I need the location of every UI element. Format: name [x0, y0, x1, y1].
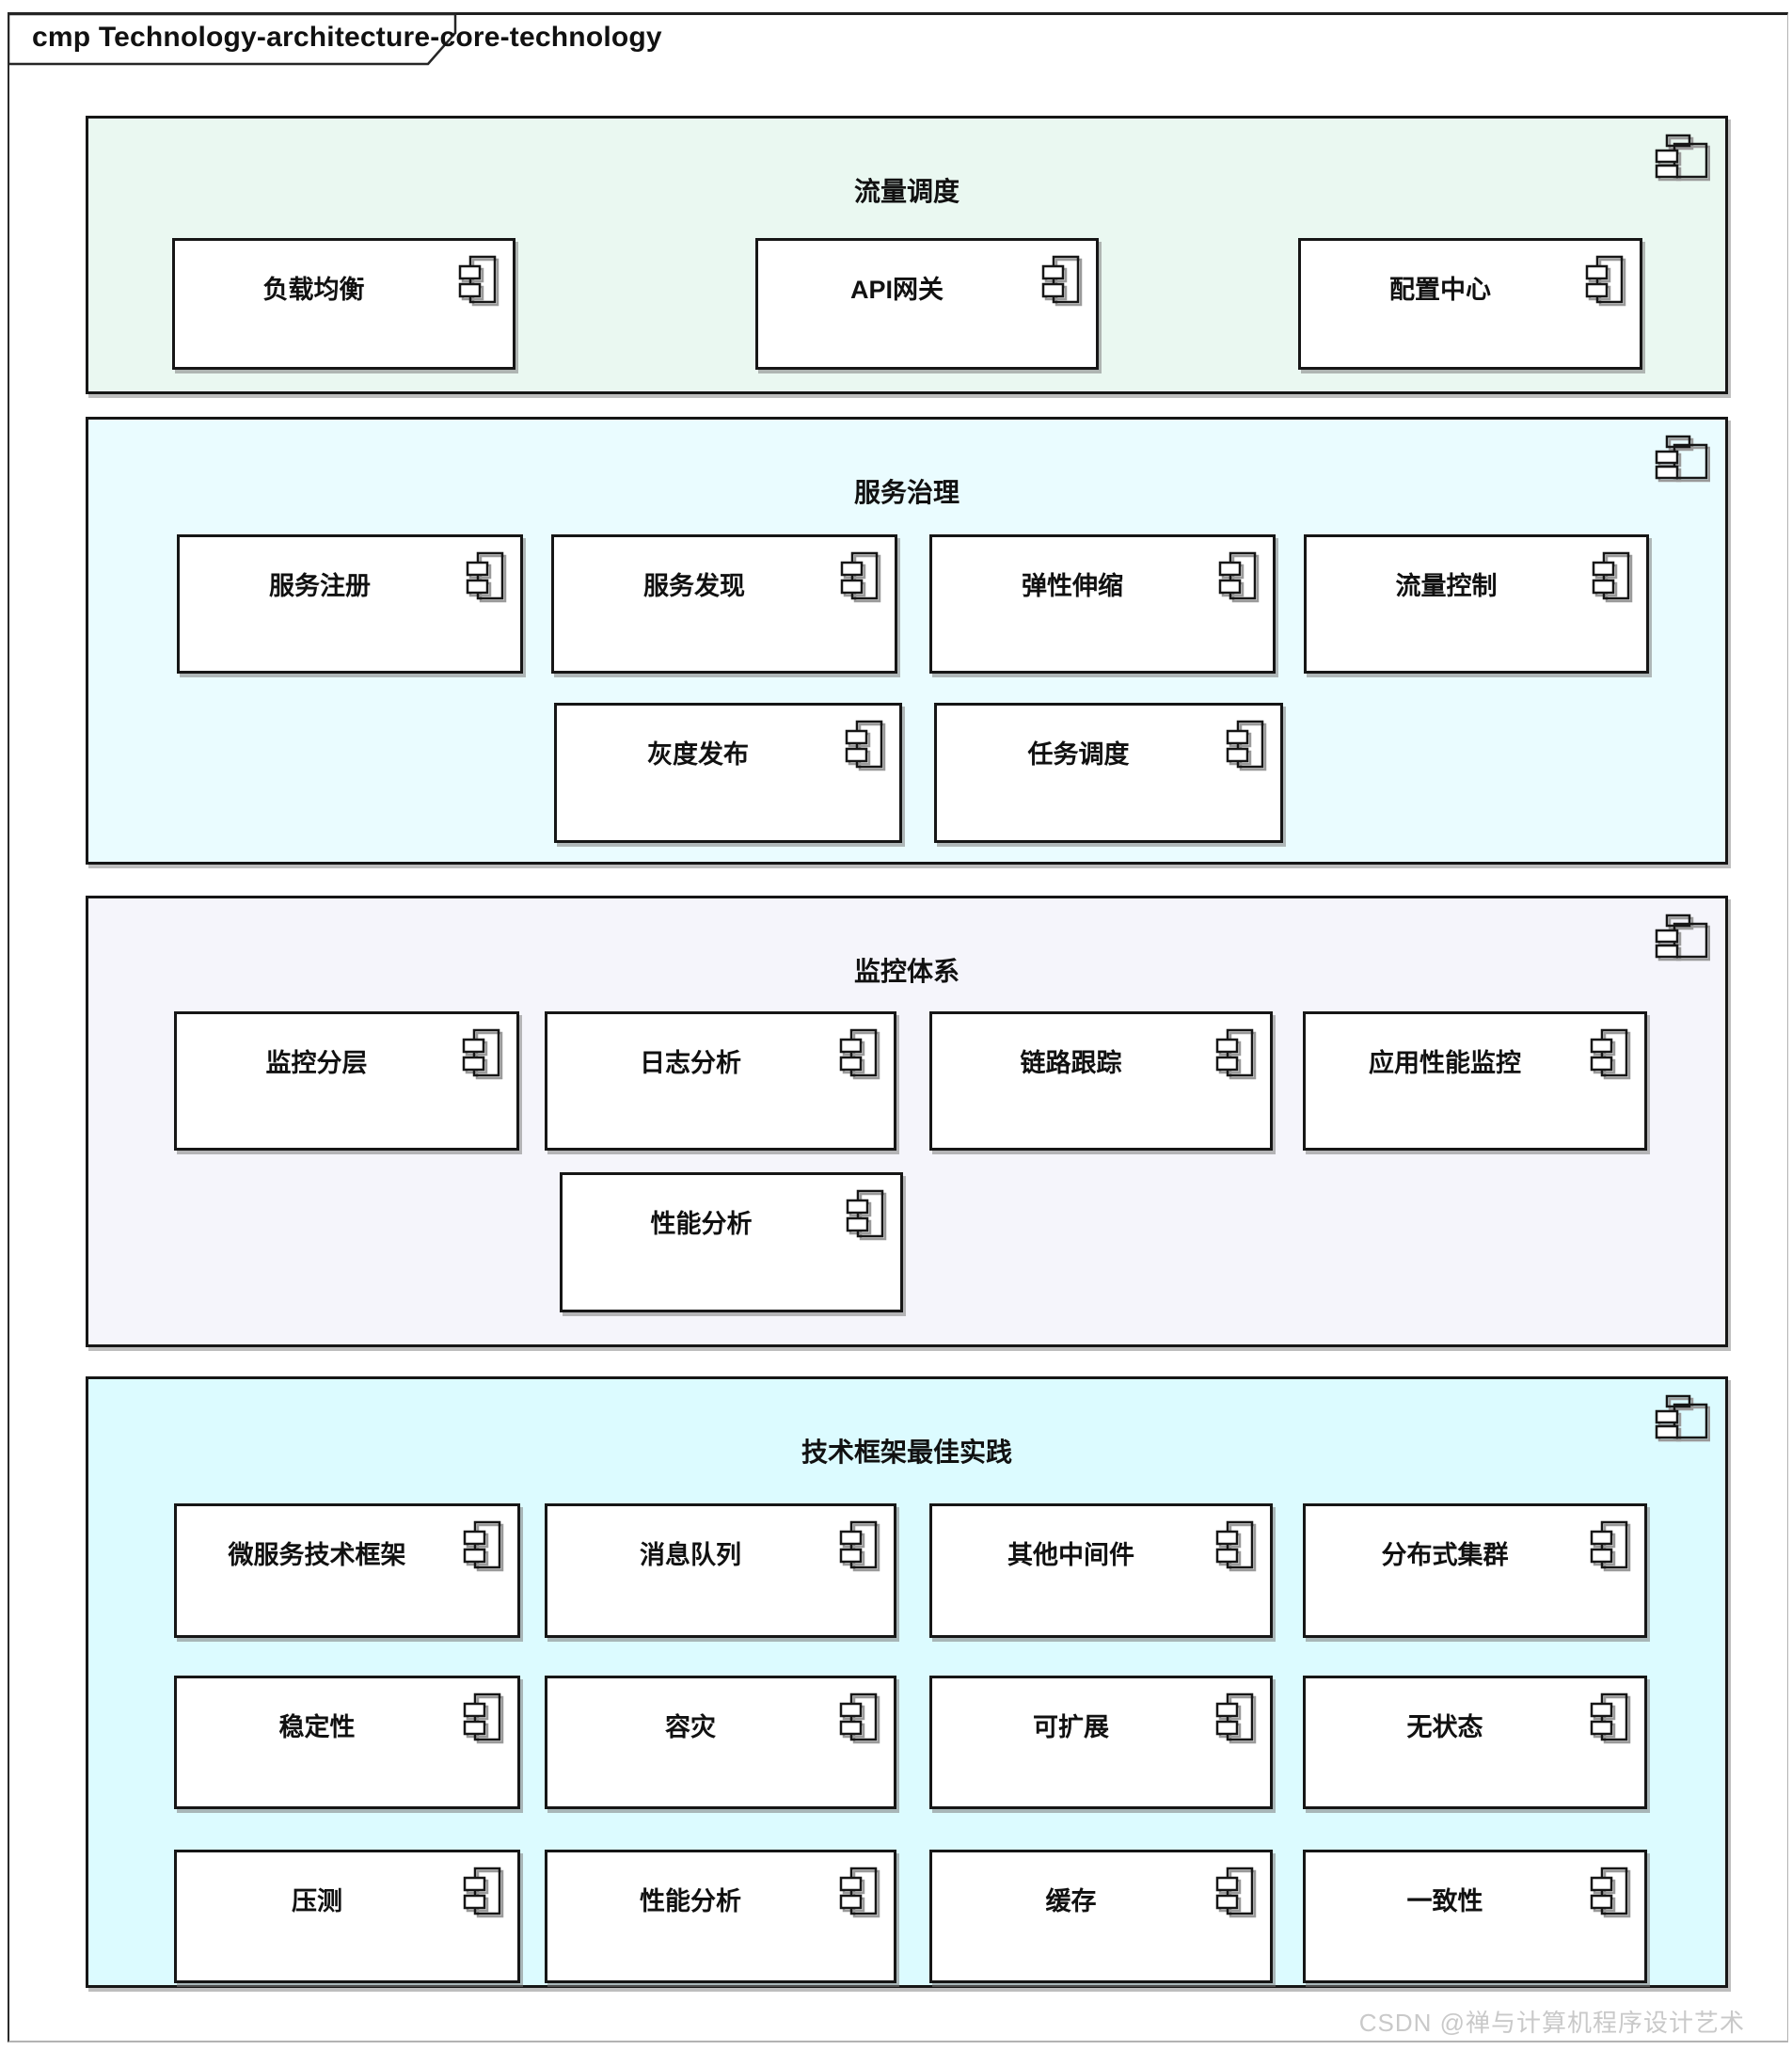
component-box: 消息队列	[545, 1503, 896, 1638]
uml-component-icon	[1590, 1866, 1631, 1920]
component-box: 任务调度	[934, 703, 1283, 843]
component-label: 其他中间件	[1007, 1541, 1134, 1569]
group-service-governance: 服务治理服务注册 服务发现 弹性伸缩 流量控制灰度发布 任务调度	[86, 417, 1728, 865]
component-box: 容灾	[545, 1676, 896, 1809]
uml-component-icon	[1226, 719, 1267, 773]
group-title: 技术框架最佳实践	[801, 1438, 1012, 1467]
uml-component-icon	[840, 550, 881, 605]
uml-component-icon	[839, 1027, 880, 1082]
uml-component-icon	[1215, 1519, 1257, 1574]
tab-outline	[8, 12, 457, 66]
component-label: 日志分析	[640, 1049, 741, 1077]
component-label: 应用性能监控	[1369, 1049, 1521, 1077]
component-label: 稳定性	[278, 1713, 356, 1741]
component-label: 性能分析	[650, 1210, 753, 1238]
component-box: 其他中间件	[929, 1503, 1273, 1638]
uml-component-icon	[1218, 550, 1260, 605]
component-box: 可扩展	[929, 1676, 1273, 1809]
uml-package-component-icon	[1654, 433, 1711, 485]
component-label: 弹性伸缩	[1022, 572, 1123, 600]
group-monitoring-system: 监控体系监控分层 日志分析 链路跟踪 应用性能监控性能分析	[86, 896, 1728, 1347]
component-label: 流量控制	[1395, 572, 1498, 600]
component-box: 弹性伸缩	[929, 534, 1276, 674]
uml-component-icon	[1590, 1692, 1631, 1746]
uml-component-icon	[463, 1866, 504, 1920]
component-label: 负载均衡	[262, 276, 365, 304]
component-box: 分布式集群	[1303, 1503, 1647, 1638]
component-label: 灰度发布	[647, 740, 749, 769]
component-label: 一致性	[1406, 1887, 1483, 1915]
uml-component-icon	[1590, 1027, 1631, 1082]
uml-component-icon	[1585, 254, 1626, 309]
component-label: 分布式集群	[1381, 1541, 1509, 1569]
component-box: 配置中心	[1298, 238, 1642, 370]
uml-component-icon	[462, 1027, 503, 1082]
component-label: 配置中心	[1389, 276, 1491, 304]
component-box: 流量控制	[1304, 534, 1649, 674]
watermark-text: CSDN @禅与计算机程序设计艺术	[1358, 2009, 1745, 2037]
group-title: 流量调度	[853, 177, 959, 206]
component-label: 任务调度	[1027, 740, 1130, 769]
uml-component-icon	[845, 719, 886, 773]
component-label: 压测	[292, 1887, 342, 1915]
component-label: 链路跟踪	[1020, 1049, 1122, 1077]
uml-component-icon	[1215, 1027, 1257, 1082]
component-box: 服务发现	[551, 534, 897, 674]
component-box: 日志分析	[545, 1011, 896, 1151]
uml-component-icon	[1215, 1692, 1257, 1746]
uml-component-icon	[463, 1519, 504, 1574]
uml-package-component-icon	[1654, 132, 1711, 184]
component-box: 一致性	[1303, 1850, 1647, 1983]
component-label: 服务注册	[269, 572, 371, 600]
component-label: 微服务技术框架	[228, 1541, 406, 1569]
component-box: 应用性能监控	[1303, 1011, 1647, 1151]
group-title: 服务治理	[853, 478, 959, 507]
component-box: 压测	[174, 1850, 520, 1983]
uml-component-icon	[463, 1692, 504, 1746]
component-box: 稳定性	[174, 1676, 520, 1809]
component-label: 无状态	[1406, 1713, 1483, 1741]
component-label: API网关	[849, 276, 944, 304]
component-label: 缓存	[1045, 1887, 1097, 1915]
uml-component-icon	[458, 254, 500, 309]
component-label: 服务发现	[643, 572, 745, 600]
component-label: 容灾	[665, 1713, 716, 1741]
uml-component-icon	[839, 1866, 880, 1920]
diagram-tab: cmp Technology-architecture-core-technol…	[8, 12, 662, 67]
group-title: 监控体系	[853, 957, 959, 986]
group-tech-framework-best-practice: 技术框架最佳实践微服务技术框架 消息队列 其他中间件 分布式集群稳定性 容灾 可扩展 无状态…	[86, 1376, 1728, 1988]
component-box: 灰度发布	[554, 703, 902, 843]
uml-component-icon	[1590, 1519, 1631, 1574]
component-box: 微服务技术框架	[174, 1503, 520, 1638]
uml-component-icon	[1215, 1866, 1257, 1920]
component-label: 性能分析	[640, 1887, 741, 1915]
component-label: 监控分层	[265, 1049, 368, 1077]
component-box: 缓存	[929, 1850, 1273, 1983]
uml-component-icon	[839, 1519, 880, 1574]
component-box: 性能分析	[545, 1850, 896, 1983]
component-box: 负载均衡	[172, 238, 515, 370]
component-box: API网关	[755, 238, 1099, 370]
uml-component-icon	[1041, 254, 1083, 309]
component-label: 消息队列	[640, 1541, 741, 1569]
component-box: 服务注册	[177, 534, 523, 674]
component-box: 无状态	[1303, 1676, 1647, 1809]
uml-component-icon	[839, 1692, 880, 1746]
group-traffic-scheduling: 流量调度负载均衡 API网关 配置中心	[86, 116, 1728, 394]
uml-package-component-icon	[1654, 912, 1711, 964]
component-box: 链路跟踪	[929, 1011, 1273, 1151]
component-label: 可扩展	[1033, 1713, 1109, 1741]
uml-component-icon	[1592, 550, 1633, 605]
uml-component-icon	[846, 1188, 887, 1243]
component-box: 性能分析	[560, 1172, 903, 1312]
tab-title: cmp Technology-architecture-core-technol…	[32, 22, 662, 53]
uml-package-component-icon	[1654, 1392, 1711, 1445]
component-box: 监控分层	[174, 1011, 519, 1151]
uml-component-icon	[466, 550, 507, 605]
